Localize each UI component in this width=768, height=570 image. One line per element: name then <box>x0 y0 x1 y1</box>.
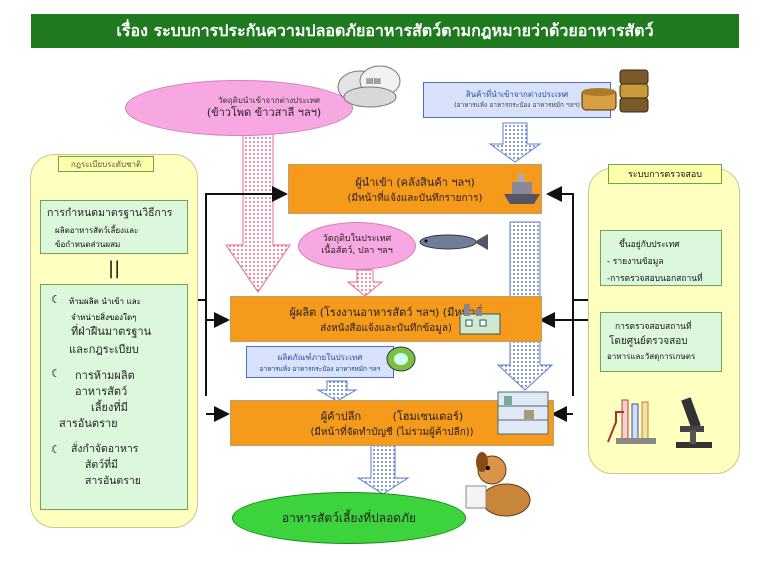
domestic-products-examples: อาหารแห้ง อาหารกระป๋อง อาหารหมัก ฯลฯ <box>259 364 381 373</box>
imported-raw-ellipse: วัตถุดิบนำเข้าจากต่างประเทศ (ข้าวโพด ข้า… <box>125 80 353 136</box>
retailer-label: ผู้ค้าปลีก (โฮมเซนเตอร์) <box>320 409 464 423</box>
ship-icon <box>504 174 540 204</box>
dog-icon <box>465 452 531 517</box>
imported-goods-examples: (อาหารแห้ง อาหารกระป๋อง อาหารหมัก ฯลฯ) <box>454 101 580 110</box>
site-inspection-line-1: การตรวจสอบสถานที่ <box>615 322 692 332</box>
rule-1-line-4: และกฎระเบียบ <box>69 343 139 356</box>
country-check-item-2: -การตรวจสอบนอกสถานที่ <box>607 274 703 284</box>
domestic-raw-ellipse: วัตถุดิบในประเทศ เนื้อสัตว์, ปลา ฯลฯ <box>298 222 416 270</box>
store-shelf-icon <box>497 391 549 435</box>
producer-to-retailer-arrow <box>316 380 358 402</box>
imported-goods-label: สินค้าที่นำเข้าจากต่างประเทศ <box>465 89 569 99</box>
standard-detail-2: ข้อกำหนดส่วนผสม <box>55 239 121 249</box>
producer-label: ผู้ผลิต (โรงงานอาหารสัตว์ ฯลฯ) (มีหน้าที… <box>289 305 483 319</box>
country-check-box: ขึ้นอยู่กับประเทศ - รายงานข้อมูล -การตรว… <box>600 230 722 286</box>
imported-raw-examples: (ข้าวโพด ข้าวสาลี ฯลฯ) <box>206 106 322 120</box>
fish-icon <box>419 234 488 250</box>
raw-to-producer-arrow <box>225 131 291 293</box>
standard-detail-1: ผลิตอาหารสัตว์เลี้ยงและ <box>55 225 139 235</box>
country-check-item-1: - รายงานข้อมูล <box>607 257 664 267</box>
rules-box: ☾ ห้ามผลิต นำเข้า และ จำหน่ายสิ่งของใดๆ … <box>40 284 188 510</box>
rule-3-line-2: สัตว์ที่มี <box>85 459 118 471</box>
canned-food-icon <box>581 69 649 113</box>
bullet-2: ☾ <box>51 367 61 380</box>
rule-3-line-3: สารอันตราย <box>85 475 141 487</box>
country-check-title: ขึ้นอยู่กับประเทศ <box>619 240 680 250</box>
rule-2-line-4: สารอันตราย <box>59 417 118 430</box>
domestic-products-box: ผลิตภัณฑ์ภายในประเทศ อาหารแห้ง อาหารกระป… <box>246 346 394 378</box>
domestic-raw-arrow <box>346 269 384 297</box>
imported-goods-box: สินค้าที่นำเข้าจากต่างประเทศ (อาหารแห้ง … <box>423 82 611 118</box>
retailer-to-result-arrow <box>356 443 410 495</box>
rule-1-line-3: ที่ฝ่าฝืนมาตรฐาน <box>71 325 152 338</box>
importer-label: ผู้นำเข้า (คลังสินค้า ฯลฯ) <box>355 175 475 189</box>
rule-1-line-1: ห้ามผลิต นำเข้า และ <box>69 297 141 306</box>
site-inspection-line-2: โดยศูนย์ตรวจสอบ <box>609 336 688 347</box>
retailer-duty: (มีหน้าที่จัดทำบัญชี (ไม่รวมผู้ค้าปลีก)) <box>310 426 474 438</box>
result-ellipse: อาหารสัตว์เลี้ยงที่ปลอดภัย <box>232 492 466 544</box>
svg-text:▤▤: ▤▤ <box>366 76 381 85</box>
site-inspection-box: การตรวจสอบสถานที่ โดยศูนย์ตรวจสอบ อาหารแ… <box>600 312 722 372</box>
rule-3-line-1: สั่งกำจัดอาหาร <box>71 443 139 455</box>
rule-1-line-2: จำหน่ายสิ่งของใดๆ <box>71 313 137 322</box>
result-label: อาหารสัตว์เลี้ยงที่ปลอดภัย <box>281 510 417 525</box>
page-title: เรื่อง ระบบการประกันความปลอดภัยอาหารสัตว… <box>31 14 739 48</box>
equals-symbol: || <box>108 258 121 279</box>
standard-title: การกำหนดมาตรฐานวิธีการ <box>47 207 173 219</box>
bullet-1: ☾ <box>51 293 61 306</box>
factory-icon <box>459 304 501 335</box>
importer-box: ผู้นำเข้า (คลังสินค้า ฯลฯ) (มีหน้าที่แจ้… <box>288 164 542 214</box>
grain-sacks-icon: ▤▤ <box>337 65 401 108</box>
standard-box: การกำหนดมาตรฐานวิธีการ ผลิตอาหารสัตว์เลี… <box>40 200 188 254</box>
right-panel-title: ระบบการตรวจสอบ <box>608 164 722 184</box>
goods-to-importer-arrow <box>488 122 542 163</box>
imported-raw-label: วัตถุดิบนำเข้าจากต่างประเทศ <box>218 95 320 105</box>
importer-duty: (มีหน้าที่แจ้งและบันทึกรายการ) <box>347 192 483 204</box>
rule-2-line-2: อาหารสัตว์ <box>75 385 128 398</box>
pet-food-can-icon <box>386 346 416 372</box>
lab-equipment-icon <box>607 397 712 448</box>
rule-2-line-3: เลี้ยงที่มี <box>91 401 128 414</box>
left-panel-tag: กฎระเบียบระดับชาติ <box>58 156 154 172</box>
domestic-raw-examples: เนื้อสัตว์, ปลา ฯลฯ <box>321 246 393 256</box>
domestic-raw-label: วัตถุดิบในประเทศ <box>322 234 392 245</box>
bullet-3: ☾ <box>51 443 61 456</box>
rule-2-line-1: การห้ามผลิต <box>75 369 135 382</box>
site-inspection-line-3: อาหารและวัสดุการเกษตร <box>607 352 696 361</box>
producer-duty: ส่งหนังสือแจ้งและบันทึกข้อมูล) <box>320 322 452 334</box>
domestic-products-label: ผลิตภัณฑ์ภายในประเทศ <box>277 352 363 362</box>
